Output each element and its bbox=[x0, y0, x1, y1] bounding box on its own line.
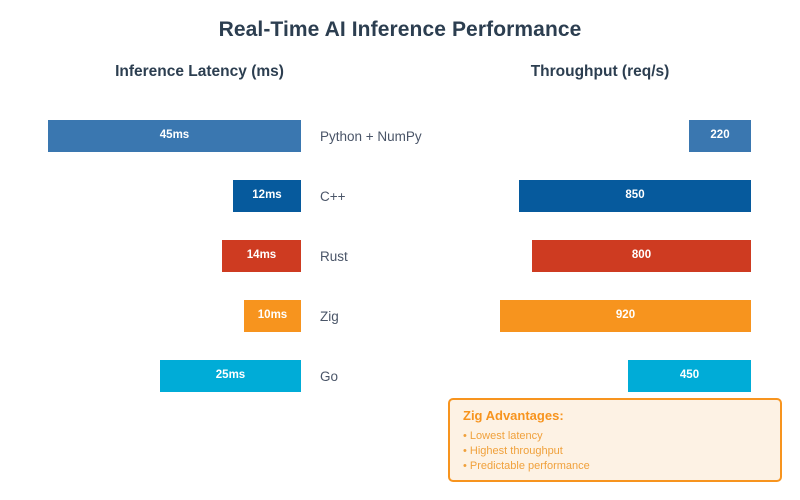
page-title: Real-Time AI Inference Performance bbox=[218, 18, 582, 41]
latency-bar-value: 12ms bbox=[252, 189, 282, 202]
callout-item-0: • Lowest latency bbox=[463, 429, 543, 442]
throughput-bar[interactable]: 920 bbox=[500, 300, 751, 332]
latency-bar[interactable]: 10ms bbox=[244, 300, 301, 332]
latency-bar-value: 10ms bbox=[257, 309, 288, 322]
callout-title: Zig Advantages: bbox=[463, 408, 564, 423]
throughput-bar[interactable]: 450 bbox=[628, 360, 751, 392]
throughput-bar[interactable]: 850 bbox=[519, 180, 751, 212]
callout-item-2: • Predictable performance bbox=[463, 459, 590, 472]
throughput-bar-value: 800 bbox=[631, 249, 652, 262]
chart-row: 45ms Python + NumPy 220 bbox=[0, 120, 800, 180]
latency-bar[interactable]: 12ms bbox=[233, 180, 301, 212]
latency-bar[interactable]: 14ms bbox=[222, 240, 301, 272]
latency-bar-value: 45ms bbox=[159, 129, 190, 142]
row-label: Zig bbox=[320, 308, 339, 324]
throughput-bar[interactable]: 800 bbox=[532, 240, 751, 272]
chart-row: 10ms Zig 920 bbox=[0, 300, 800, 360]
row-label: Python + NumPy bbox=[320, 128, 422, 144]
throughput-bar-value: 450 bbox=[679, 369, 700, 382]
latency-bar-value: 25ms bbox=[215, 369, 246, 382]
column-header-latency: Inference Latency (ms) bbox=[115, 63, 284, 80]
chart-row: 14ms Rust 800 bbox=[0, 240, 800, 300]
zig-advantages-callout: Zig Advantages: • Lowest latency • Highe… bbox=[448, 398, 782, 482]
latency-bar[interactable]: 25ms bbox=[160, 360, 301, 392]
chart-row: 12ms C++ 850 bbox=[0, 180, 800, 240]
row-label: Rust bbox=[320, 248, 348, 264]
column-header-throughput: Throughput (req/s) bbox=[530, 63, 670, 80]
latency-bar[interactable]: 45ms bbox=[48, 120, 301, 152]
chart-row: 25ms Go 450 bbox=[0, 360, 800, 420]
latency-bar-value: 14ms bbox=[246, 249, 277, 262]
throughput-bar-value: 220 bbox=[710, 129, 730, 142]
row-label: Go bbox=[320, 368, 339, 384]
throughput-bar-value: 920 bbox=[615, 309, 636, 322]
row-label: C++ bbox=[320, 188, 346, 204]
callout-item-1: • Highest throughput bbox=[463, 444, 563, 457]
throughput-bar[interactable]: 220 bbox=[689, 120, 751, 152]
throughput-bar-value: 850 bbox=[625, 189, 645, 202]
chart-rows: 45ms Python + NumPy 220 12ms C++ 850 14ms Rust 8… bbox=[0, 120, 800, 420]
